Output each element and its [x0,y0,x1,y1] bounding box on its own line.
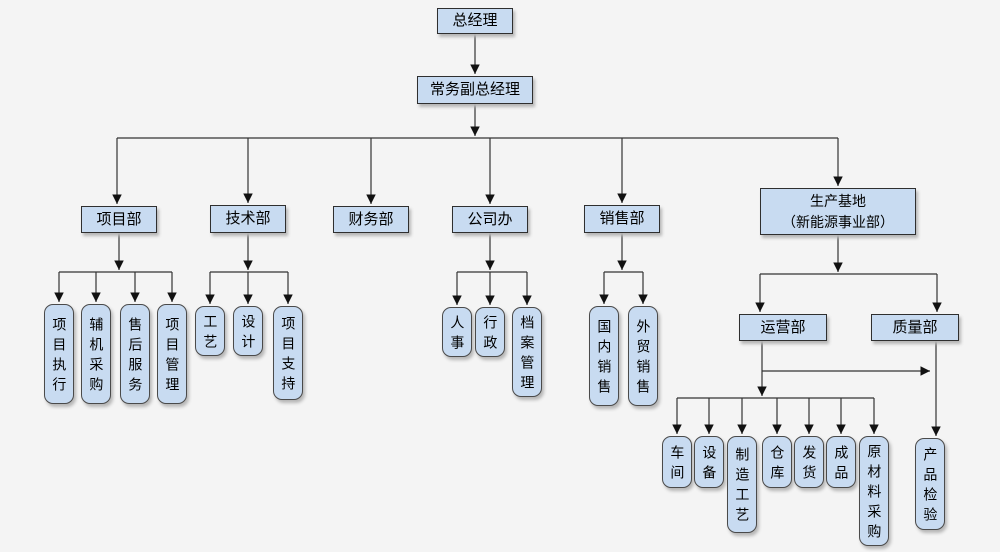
connector-operations-dept [672,341,930,434]
node-company-office: 公司办 [452,206,528,233]
node-finished-products: 成品 [826,436,856,488]
connector-production-base [755,235,942,312]
node-production-base: 生产基地 （新能源事业部） [760,188,916,235]
node-project-management: 项目管理 [157,304,187,404]
node-workshop: 车间 [662,436,692,488]
node-equipment: 设备 [694,436,724,488]
node-process: 工艺 [195,306,225,356]
node-manufacturing-process: 制造工艺 [727,436,757,533]
node-project-support: 项目支持 [273,306,303,400]
node-product-inspection: 产品检验 [915,438,945,530]
node-sales-dept: 销售部 [584,205,660,233]
node-shipping: 发货 [794,436,824,488]
connector-project-dept [54,233,177,302]
production-base-line2: （新能源事业部） [782,213,894,230]
node-design: 设计 [233,306,263,356]
node-project-dept: 项目部 [81,206,157,233]
node-tech-dept: 技术部 [210,205,286,233]
node-finance-dept: 财务部 [333,206,409,233]
node-operations-dept: 运营部 [739,314,827,341]
node-archives-management: 档案管理 [512,307,542,397]
node-raw-material-purchasing: 原材料采购 [859,436,889,546]
production-base-line1: 生产基地 [810,193,866,210]
node-project-execution: 项目执行 [44,304,74,404]
connector-company-office [452,233,532,305]
node-warehouse: 仓库 [762,436,792,488]
node-auxiliary-purchasing: 辅机采购 [81,304,111,404]
connector-sales-dept [599,233,648,304]
connector-tech-dept [205,233,293,304]
node-general-manager: 总经理 [437,8,513,34]
connector-top [112,34,843,204]
node-after-sales-service: 售后服务 [120,304,150,404]
node-admin: 行政 [475,307,505,357]
node-domestic-sales: 国内销售 [589,306,619,406]
node-quality-dept: 质量部 [871,314,959,341]
node-foreign-trade-sales: 外贸销售 [628,306,658,406]
node-deputy-general-manager: 常务副总经理 [417,76,533,104]
node-hr: 人事 [442,307,472,357]
